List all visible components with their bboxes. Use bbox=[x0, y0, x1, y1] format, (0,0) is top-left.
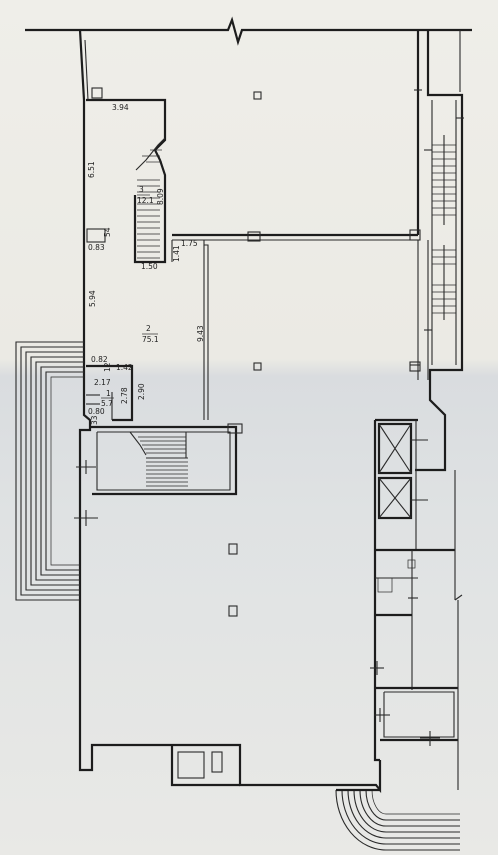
right-column-structure bbox=[414, 30, 464, 472]
dim-8-09: 8.09 bbox=[156, 188, 165, 205]
column-1 bbox=[253, 91, 262, 100]
dim-1-41: 1.41 bbox=[172, 245, 181, 262]
room-3-area: 12.1 bbox=[137, 196, 154, 205]
bottom-entry-box bbox=[170, 745, 240, 787]
dim-5-94: 5.94 bbox=[88, 290, 97, 307]
dim-2-17: 2.17 bbox=[94, 378, 111, 387]
room-2-label: 2 75.1 bbox=[142, 324, 159, 344]
left-outer-wall bbox=[78, 29, 382, 794]
room-3-number: 3 bbox=[139, 185, 144, 194]
dim-3-94: 3.94 bbox=[112, 103, 129, 112]
dim-0-80: 0.80 bbox=[88, 407, 105, 416]
room-1-number: 1 bbox=[106, 389, 111, 398]
room-3-label: 3 12.1 bbox=[137, 185, 154, 205]
room-3-stair bbox=[86, 87, 167, 264]
room-2-area: 75.1 bbox=[142, 335, 159, 344]
top-boundary-line bbox=[25, 16, 472, 46]
left-wall-inner-line bbox=[84, 39, 89, 101]
dimension-labels: 3.94 6.51 8.09 0.83 54 1.50 1.41 1.75 5.… bbox=[87, 103, 205, 425]
room-1-label: 1 5.7 bbox=[101, 389, 114, 408]
dim-54: 54 bbox=[103, 227, 112, 237]
dim-0-82: 0.82 bbox=[91, 355, 108, 364]
dim-6-51: 6.51 bbox=[87, 161, 96, 178]
dim-2-78: 2.78 bbox=[120, 387, 129, 404]
dim-12: 12 bbox=[103, 362, 112, 372]
dim-2-90: 2.90 bbox=[137, 383, 146, 400]
dim-1-42: 1.42 bbox=[116, 363, 133, 372]
room-1-area: 5.7 bbox=[101, 399, 113, 408]
column-4 bbox=[228, 605, 238, 617]
dim-0-83: 0.83 bbox=[88, 243, 105, 252]
dim-1-50: 1.50 bbox=[141, 262, 158, 271]
column-2 bbox=[253, 362, 262, 371]
partition-beam bbox=[171, 229, 421, 420]
room-1-box bbox=[86, 364, 134, 422]
dim-9-43: 9.43 bbox=[196, 325, 205, 342]
column-3 bbox=[228, 543, 238, 555]
dim-33: 33 bbox=[90, 415, 99, 425]
central-stairwell bbox=[74, 423, 243, 526]
right-service-block bbox=[370, 418, 463, 790]
left-terrace-steps bbox=[15, 341, 84, 601]
bottom-right-steps bbox=[335, 788, 460, 851]
room-2-number: 2 bbox=[146, 324, 151, 333]
dim-1-75: 1.75 bbox=[181, 239, 198, 248]
